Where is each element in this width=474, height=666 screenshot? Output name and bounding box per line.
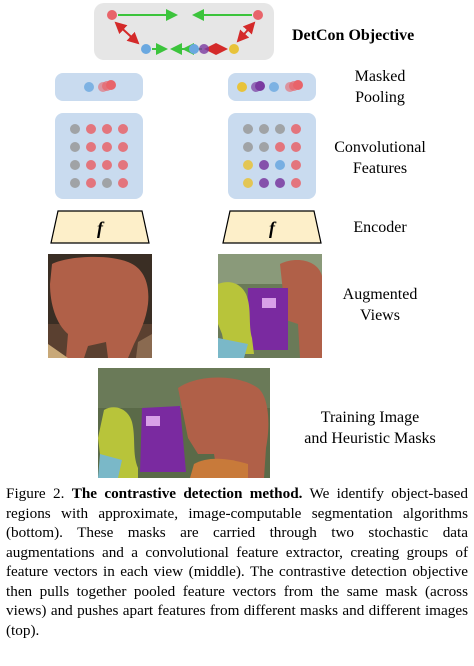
push-arrow <box>236 21 256 43</box>
conv-feature-grid-left <box>70 124 128 188</box>
augmented-views-label: Augmented Views <box>342 286 418 324</box>
blue-feature-dot <box>189 44 199 54</box>
augmented-view-left <box>48 254 152 358</box>
encoder-block-left: f <box>50 210 150 244</box>
encoder-symbol-right: f <box>269 218 277 238</box>
training-image <box>98 368 270 478</box>
conv-features-panel-left <box>55 113 143 199</box>
objective-diagram <box>107 9 263 55</box>
detcon-objective-label: DetCon Objective <box>292 27 415 44</box>
figure-caption: Figure 2. The contrastive detection meth… <box>6 484 468 640</box>
masked-pooling-label: Masked Pooling <box>354 68 406 106</box>
conv-features-panel-right <box>228 113 316 199</box>
blue-feature-dot <box>141 44 151 54</box>
red-feature-dot <box>107 10 117 20</box>
pooled-features-left <box>84 80 116 92</box>
yellow-feature-dot <box>229 44 239 54</box>
conv-features-label: Convolutional Features <box>334 139 426 177</box>
augmented-view-right <box>218 254 322 358</box>
red-feature-dot <box>253 10 263 20</box>
purple-feature-dot <box>199 44 209 54</box>
conv-feature-grid-right <box>243 124 301 188</box>
encoder-symbol-left: f <box>97 218 105 238</box>
caption-prefix: Figure 2. <box>6 485 72 502</box>
caption-body: We identify object-based regions with ap… <box>6 485 468 639</box>
caption-title: The contrastive detection method. <box>71 485 303 502</box>
training-image-label: Training Image and Heuristic Masks <box>304 409 436 447</box>
encoder-block-right: f <box>222 210 322 244</box>
encoder-label: Encoder <box>353 219 407 236</box>
pooled-features-right <box>237 80 303 92</box>
push-arrow <box>114 21 140 45</box>
